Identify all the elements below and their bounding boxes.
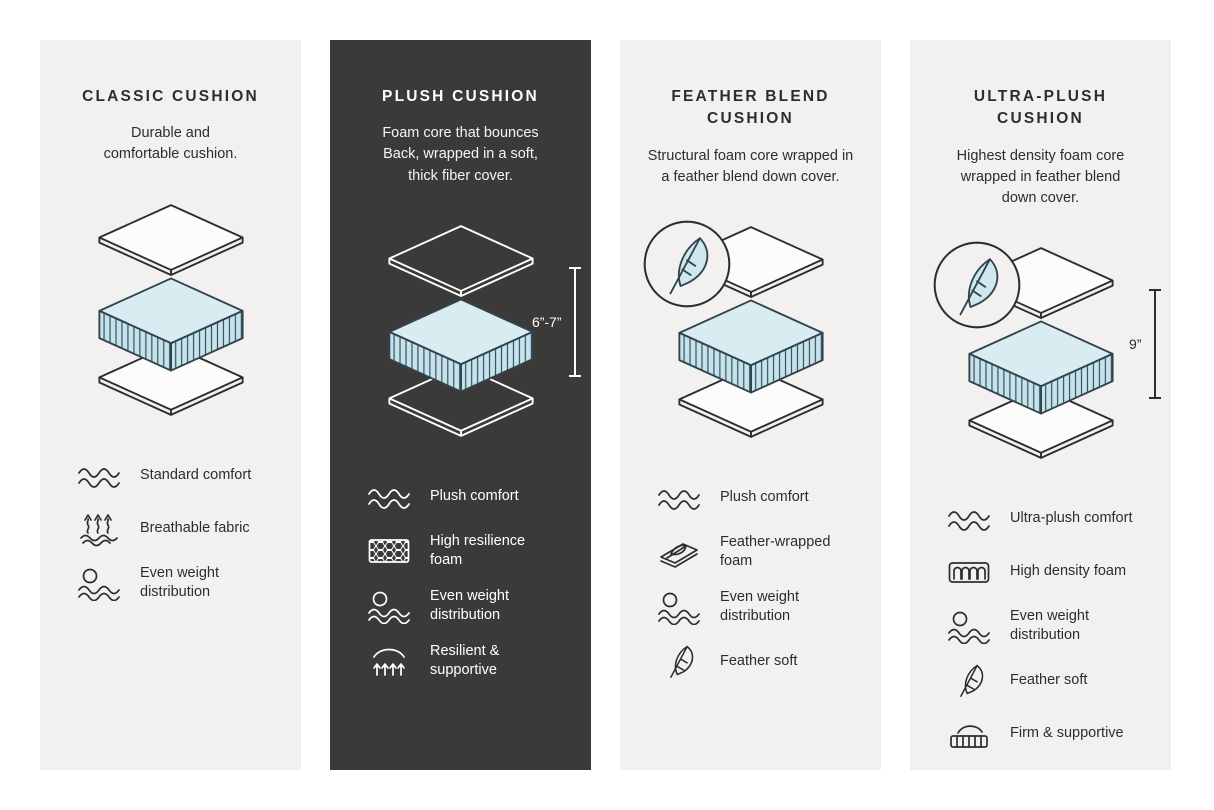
feature-label: Breathable fabric <box>140 519 250 536</box>
feature-list: Plush comfort Feather-wrapped foam <box>643 480 858 680</box>
feature-label: Feather soft <box>720 652 798 669</box>
waves-icon <box>365 479 413 515</box>
cushion-diagram <box>643 220 845 446</box>
panel-feather-blend-cushion: FEATHER BLEND CUSHION Structural foam co… <box>620 40 881 770</box>
height-measurement: 9” <box>1129 288 1161 399</box>
feature-label: Even weight distribution <box>1010 607 1089 644</box>
firm-icon <box>945 715 993 751</box>
height-measurement: 6”-7” <box>531 266 581 377</box>
feature-item: Feather-wrapped foam <box>655 533 858 571</box>
feature-item: Even weight distribution <box>75 564 278 602</box>
panel-description: Structural foam core wrapped in a feathe… <box>647 147 854 185</box>
feature-item: Plush comfort <box>365 479 568 515</box>
feature-label: Firm & supportive <box>1010 724 1124 741</box>
panel-title: CLASSIC CUSHION <box>82 88 259 105</box>
feature-label: Plush comfort <box>720 489 809 506</box>
breathable-icon <box>75 511 123 547</box>
feather-badge <box>931 239 1023 331</box>
feature-item: Standard comfort <box>75 458 278 494</box>
measurement-label: 9” <box>1129 335 1142 352</box>
cushion-diagram: 6”-7” <box>367 221 581 445</box>
cushion-exploded-diagram <box>97 203 244 416</box>
feature-item: Even weight distribution <box>365 587 568 625</box>
feature-list: Ultra-plush comfort High density foam <box>933 501 1148 751</box>
panel-plush-cushion: PLUSH CUSHION Foam core that bounces Bac… <box>330 40 591 770</box>
even-weight-icon <box>655 589 703 626</box>
waves-icon <box>655 480 703 516</box>
feature-label: Feather soft <box>1010 671 1088 688</box>
panel-ultra-plush-cushion: ULTRA-PLUSH CUSHION Highest density foam… <box>910 40 1171 770</box>
cushion-diagram <box>77 200 265 424</box>
panel-classic-cushion: CLASSIC CUSHION Durable and comfortable … <box>40 40 301 770</box>
feather-wrap-icon <box>655 534 703 570</box>
feature-item: Feather soft <box>945 662 1148 698</box>
feature-label: Even weight distribution <box>720 589 799 625</box>
feature-item: Even weight distribution <box>655 588 858 626</box>
feature-item: Plush comfort <box>655 480 858 516</box>
feather-icon <box>945 662 993 698</box>
feather-badge-icon <box>933 241 1020 329</box>
feature-label: High resilience foam <box>430 532 526 568</box>
feature-item: Ultra-plush comfort <box>945 501 1148 537</box>
feather-badge <box>641 218 733 310</box>
feature-label: Resilient & supportive <box>430 643 500 679</box>
feature-item: Even weight distribution <box>945 607 1148 645</box>
feature-label: Even weight distribution <box>430 587 509 623</box>
panel-description: Durable and comfortable cushion. <box>103 125 238 163</box>
feature-item: Feather soft <box>655 643 858 679</box>
measurement-line-icon <box>1148 288 1161 399</box>
cushion-exploded-diagram <box>677 226 824 438</box>
waves-icon <box>75 458 123 494</box>
feature-item: Firm & supportive <box>945 715 1148 751</box>
even-weight-icon <box>365 588 413 624</box>
honeycomb-icon <box>365 533 413 569</box>
feature-label: Standard comfort <box>140 466 252 483</box>
feature-label: Plush comfort <box>430 487 519 504</box>
panel-title: PLUSH CUSHION <box>382 88 539 105</box>
feature-list: Plush comfort High resilience foam Even … <box>353 479 568 681</box>
feature-item: Breathable fabric <box>75 511 278 547</box>
panel-description: Foam core that bounces Back, wrapped in … <box>382 125 539 184</box>
feature-item: Resilient & supportive <box>365 642 568 680</box>
waves-icon <box>945 501 993 537</box>
cushion-diagram: 9” <box>933 241 1161 467</box>
feature-item: High resilience foam <box>365 532 568 570</box>
feature-item: High density foam <box>945 554 1148 590</box>
even-weight-icon <box>75 565 123 601</box>
panel-description: Highest density foam core wrapped in fea… <box>956 147 1125 206</box>
feature-label: Feather-wrapped foam <box>720 533 831 570</box>
measurement-line-icon <box>568 266 581 377</box>
measurement-label: 6”-7” <box>531 313 562 330</box>
feather-badge-icon <box>643 220 730 308</box>
density-foam-icon <box>945 554 993 590</box>
feature-list: Standard comfort Breathable fabric <box>63 458 278 602</box>
feature-label: High density foam <box>1010 563 1127 580</box>
feature-label: Ultra-plush comfort <box>1010 510 1133 527</box>
panel-title: ULTRA-PLUSH CUSHION <box>973 88 1108 128</box>
cushion-comparison-infographic: CLASSIC CUSHION Durable and comfortable … <box>0 0 1214 770</box>
panel-title: FEATHER BLEND CUSHION <box>671 88 830 128</box>
feather-icon <box>655 643 703 679</box>
springs-icon <box>365 643 413 679</box>
cushion-exploded-diagram <box>387 224 534 437</box>
even-weight-icon <box>945 608 993 645</box>
feature-label: Even weight distribution <box>140 564 219 600</box>
